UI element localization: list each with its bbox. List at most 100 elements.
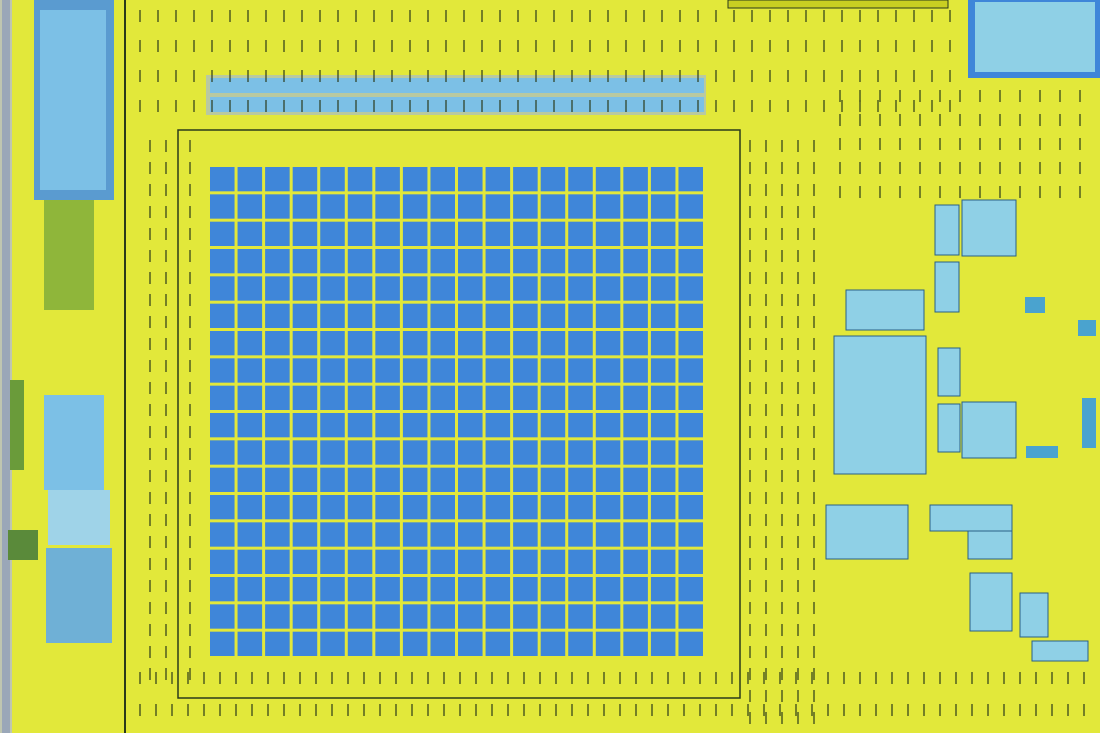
bond-pad [623, 194, 648, 219]
bond-pad [265, 358, 290, 383]
bond-pad [540, 358, 566, 383]
bond-pad [540, 276, 566, 301]
bond-pad [265, 467, 290, 492]
bond-pad [595, 413, 621, 438]
bond-pad [292, 276, 318, 301]
bond-pad [237, 522, 263, 547]
bond-pad [320, 522, 345, 547]
bond-pad [430, 495, 455, 520]
bond-pad [458, 249, 483, 274]
bond-pad [568, 221, 593, 246]
bond-pad [650, 276, 676, 301]
bond-pad [540, 604, 566, 629]
bond-pad [237, 276, 263, 301]
bond-pad [292, 467, 318, 492]
bond-pad [430, 167, 455, 192]
bond-pad [237, 631, 263, 656]
bond-pad [265, 604, 290, 629]
bond-pad [265, 440, 290, 465]
bond-pad [513, 249, 538, 274]
bond-pad [265, 221, 290, 246]
bond-pad [292, 604, 318, 629]
bond-pad [513, 194, 538, 219]
bond-pad [458, 549, 483, 574]
bond-pad [513, 413, 538, 438]
bond-pad [210, 385, 235, 410]
bond-pad [678, 194, 703, 219]
bond-pad [595, 440, 621, 465]
bond-pad [320, 413, 345, 438]
bond-pad [292, 249, 318, 274]
bond-pad [485, 303, 511, 328]
bond-pad [375, 276, 400, 301]
bond-pad [595, 249, 621, 274]
bond-pad [292, 577, 318, 602]
bond-pad [375, 194, 400, 219]
bond-pad [320, 549, 345, 574]
bond-pad [540, 385, 566, 410]
bond-pad [513, 522, 538, 547]
bond-pad [237, 577, 263, 602]
bond-pad [265, 249, 290, 274]
bond-pad [595, 549, 621, 574]
bond-pad [458, 221, 483, 246]
bond-pad [265, 194, 290, 219]
bond-pad [402, 413, 428, 438]
bond-pad [210, 604, 235, 629]
bond-pad [458, 631, 483, 656]
bond-pad [623, 303, 648, 328]
bond-pad [265, 385, 290, 410]
bond-pad [347, 577, 373, 602]
bond-pad [430, 358, 455, 383]
bond-pad [650, 549, 676, 574]
bond-pad [540, 495, 566, 520]
bond-pad [540, 549, 566, 574]
bond-pad [347, 467, 373, 492]
bond-pad [623, 167, 648, 192]
bond-pad [458, 577, 483, 602]
bond-pad [485, 194, 511, 219]
pad-array [210, 167, 703, 656]
bond-pad [347, 358, 373, 383]
bond-pad [485, 385, 511, 410]
bond-pad [678, 303, 703, 328]
bond-pad [678, 577, 703, 602]
bond-pad [210, 413, 235, 438]
bond-pad [568, 167, 593, 192]
bond-pad [568, 440, 593, 465]
bond-pad [375, 413, 400, 438]
bond-pad [513, 440, 538, 465]
bond-pad [568, 413, 593, 438]
bond-pad [210, 358, 235, 383]
bond-pad [237, 385, 263, 410]
bond-pad [678, 358, 703, 383]
bond-pad [210, 631, 235, 656]
bond-pad [347, 440, 373, 465]
bond-pad [485, 631, 511, 656]
array-frame [177, 129, 741, 699]
bond-pad [292, 167, 318, 192]
bond-pad [595, 276, 621, 301]
bond-pad [320, 604, 345, 629]
bond-pad [678, 331, 703, 356]
bond-pad [595, 358, 621, 383]
bond-pad [568, 358, 593, 383]
bond-pad [430, 249, 455, 274]
bond-pad [485, 495, 511, 520]
bond-pad [595, 331, 621, 356]
bond-pad [485, 549, 511, 574]
bond-pad [320, 495, 345, 520]
bond-pad [595, 303, 621, 328]
bond-pad [623, 577, 648, 602]
bond-pad [513, 331, 538, 356]
bond-pad [375, 577, 400, 602]
bond-pad [292, 440, 318, 465]
bond-pad [265, 167, 290, 192]
bond-pad [485, 331, 511, 356]
bond-pad [458, 522, 483, 547]
bond-pad [650, 577, 676, 602]
right-circuit-blocks [825, 199, 1096, 662]
bond-pad [292, 522, 318, 547]
bond-pad [402, 358, 428, 383]
bond-pad [375, 631, 400, 656]
